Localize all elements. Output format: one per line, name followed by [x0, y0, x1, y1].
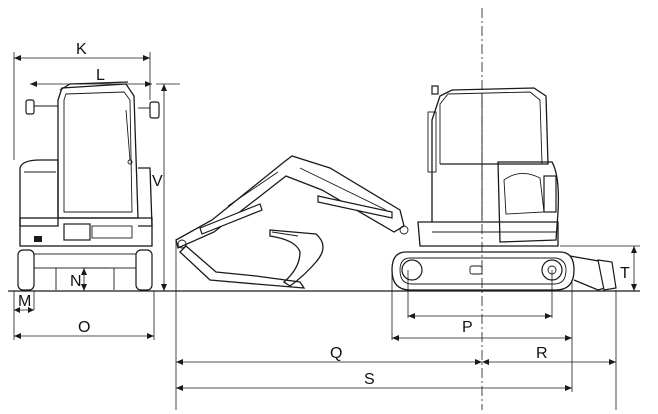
- front-dimensions: [13, 52, 180, 340]
- label-M: M: [18, 293, 31, 310]
- side-view: [175, 8, 617, 410]
- label-Q: Q: [330, 345, 342, 362]
- label-S: S: [364, 371, 375, 388]
- label-R: R: [536, 345, 548, 362]
- label-V: V: [152, 173, 163, 190]
- side-dimensions: [175, 240, 640, 410]
- label-T: T: [620, 265, 630, 282]
- label-N: N: [70, 273, 82, 290]
- label-L: L: [96, 67, 105, 84]
- label-P: P: [462, 319, 473, 336]
- label-O: O: [78, 319, 90, 336]
- label-K: K: [76, 41, 87, 58]
- front-view: [17, 81, 160, 291]
